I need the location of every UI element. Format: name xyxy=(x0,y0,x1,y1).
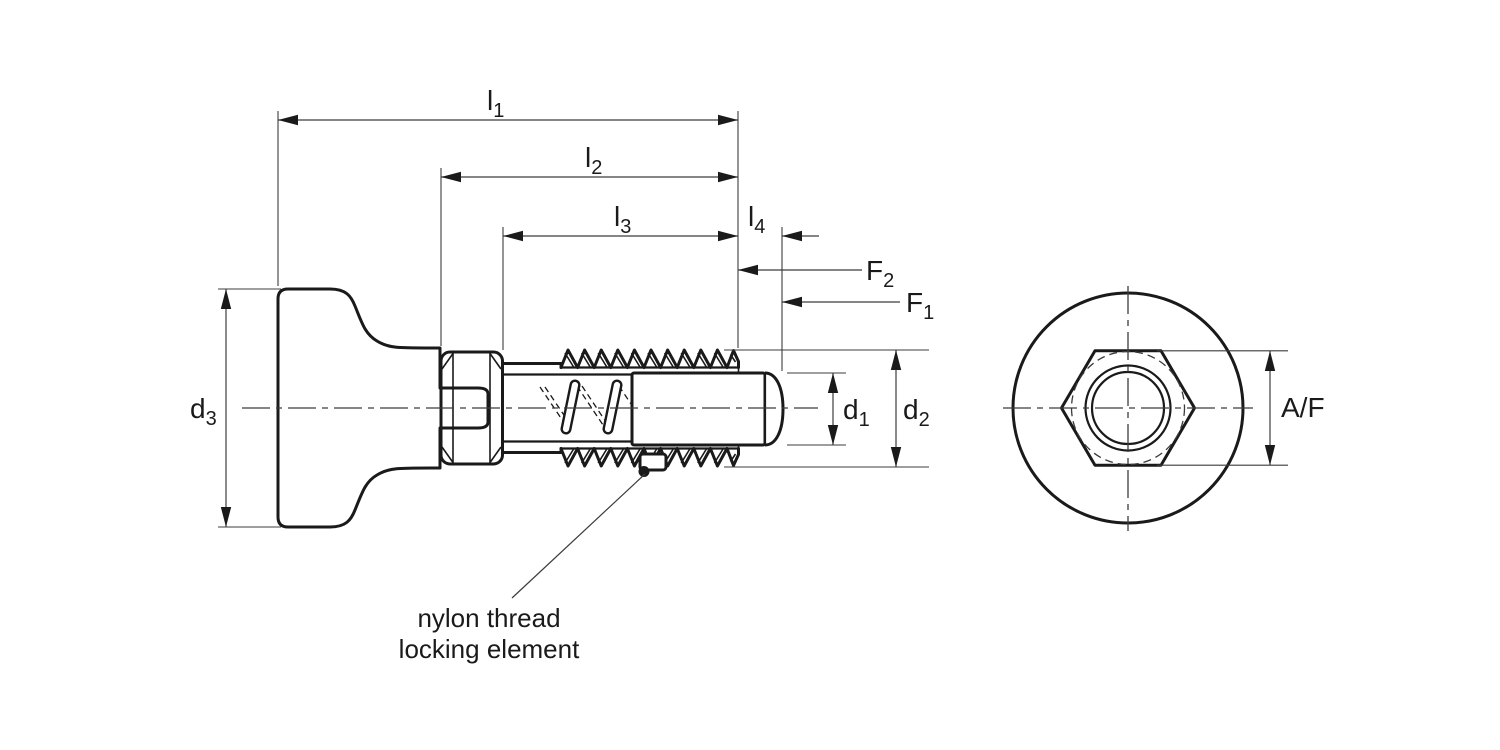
dimension-l2: l2 xyxy=(441,142,738,183)
dim-label-d3: d3 xyxy=(190,393,217,430)
collar-chamfer-lines xyxy=(441,353,502,463)
arrowhead xyxy=(738,264,758,276)
note-line2: locking element xyxy=(399,634,580,664)
dim-label-l2: l2 xyxy=(585,142,602,179)
arrowhead xyxy=(890,447,902,467)
arrowhead xyxy=(1264,350,1276,371)
dimension-annotations: l1 l2 l3 l4 F2 xyxy=(190,85,934,528)
dimension-f2: F2 xyxy=(738,255,894,292)
arrowhead xyxy=(718,230,738,242)
arrowhead xyxy=(718,171,738,183)
spring-back-coils xyxy=(539,385,632,429)
nylon-locking-patch xyxy=(638,452,668,472)
dimension-l3: l3 xyxy=(503,201,738,242)
spring-coil xyxy=(560,379,581,435)
dim-label-l4: l4 xyxy=(748,201,765,238)
arrowhead xyxy=(220,507,232,527)
spring-coil xyxy=(602,379,623,435)
dimension-d2: d2 xyxy=(890,350,930,467)
end-view: A/F xyxy=(1003,286,1325,531)
dimension-l1: l1 xyxy=(278,85,738,126)
dim-label-l1: l1 xyxy=(487,85,504,122)
dim-label-f1: F1 xyxy=(906,287,934,324)
note-line1: nylon thread xyxy=(417,603,560,633)
thread-top-flank-lines xyxy=(564,352,737,368)
dim-label-l3: l3 xyxy=(614,201,631,238)
end-view-crosshair xyxy=(1003,286,1253,531)
dimension-l4: l4 xyxy=(748,201,819,242)
thread-bottom-flank-lines xyxy=(564,448,737,464)
side-view xyxy=(242,287,818,529)
dimension-d1: d1 xyxy=(827,373,870,445)
arrowhead xyxy=(278,114,298,126)
extension-lines xyxy=(1157,350,1288,466)
dimension-d3: d3 xyxy=(190,289,232,527)
spring-bore xyxy=(503,373,632,443)
pin-dome-tip xyxy=(764,371,785,447)
arrowhead xyxy=(1264,445,1276,466)
arrowhead xyxy=(782,230,802,242)
leader-line xyxy=(511,473,646,599)
extension-lines xyxy=(218,111,929,528)
arrowhead xyxy=(503,230,523,242)
arrowhead xyxy=(220,289,232,309)
dimension-af: A/F xyxy=(1157,350,1325,466)
arrowhead xyxy=(782,296,802,308)
arrowhead xyxy=(890,350,902,370)
dim-label-d2: d2 xyxy=(903,394,930,431)
arrowhead xyxy=(827,425,839,445)
plunger-pin xyxy=(630,371,767,447)
dim-label-d1: d1 xyxy=(843,394,870,431)
arrowhead xyxy=(718,114,738,126)
thread-top xyxy=(559,348,740,369)
arrowhead xyxy=(441,171,461,183)
arrowhead xyxy=(827,373,839,393)
annotation-note: nylon thread locking element xyxy=(399,473,646,664)
dim-label-f2: F2 xyxy=(866,255,894,292)
dimension-f1: F1 xyxy=(782,287,934,324)
leader-dot xyxy=(638,466,650,477)
dim-label-af: A/F xyxy=(1281,392,1325,423)
